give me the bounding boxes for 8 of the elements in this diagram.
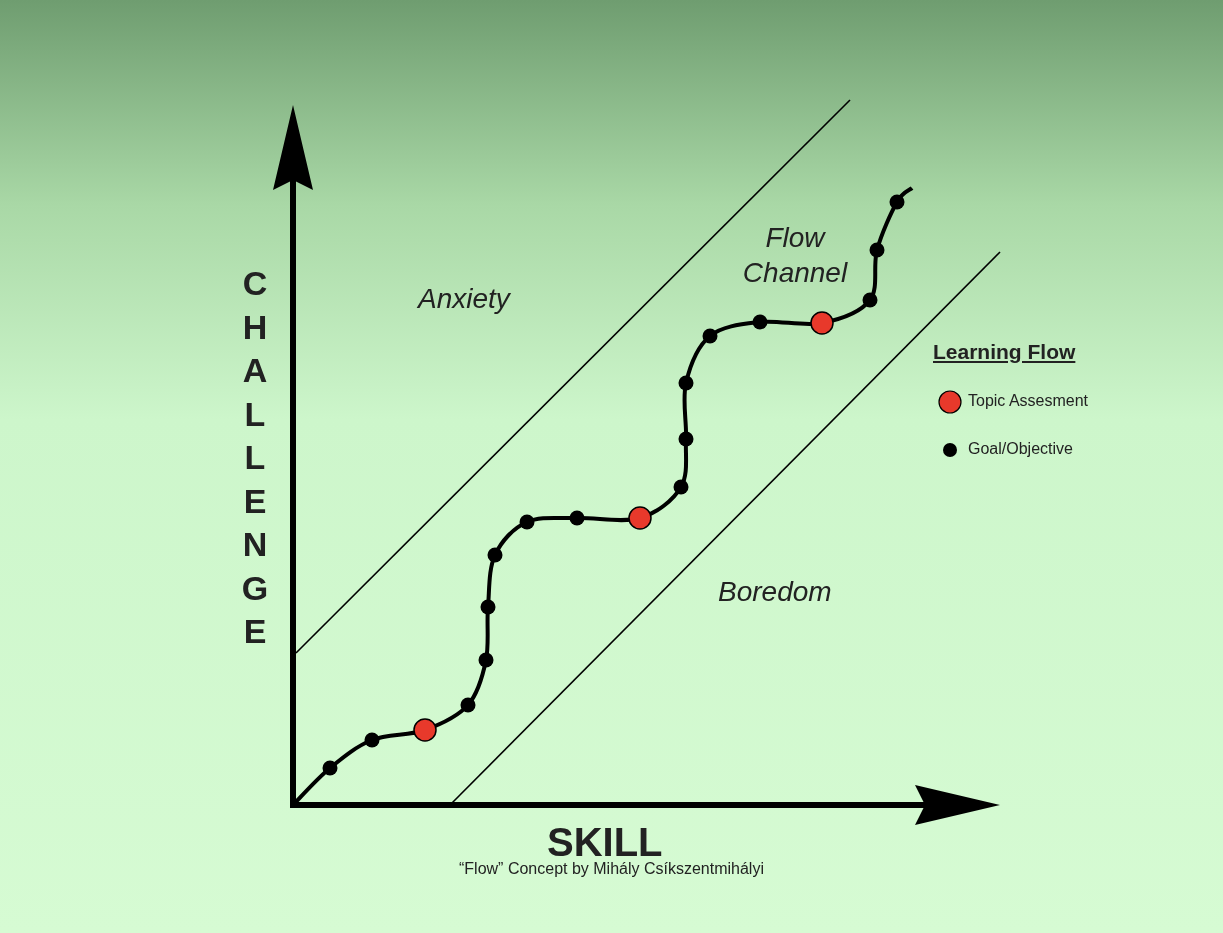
legend-label: Topic Assesment [968, 392, 1089, 410]
region-label: Flow Channel [741, 221, 849, 290]
legend-label: Goal/Objective [968, 440, 1073, 458]
axis-title: CHALLENGE [240, 263, 270, 652]
caption: “Flow” Concept by Mihály Csíkszentmihályi [458, 860, 765, 878]
region-label: Boredom [718, 576, 832, 608]
legend-title: Learning Flow [933, 340, 1076, 364]
region-label: Anxiety [418, 283, 510, 315]
